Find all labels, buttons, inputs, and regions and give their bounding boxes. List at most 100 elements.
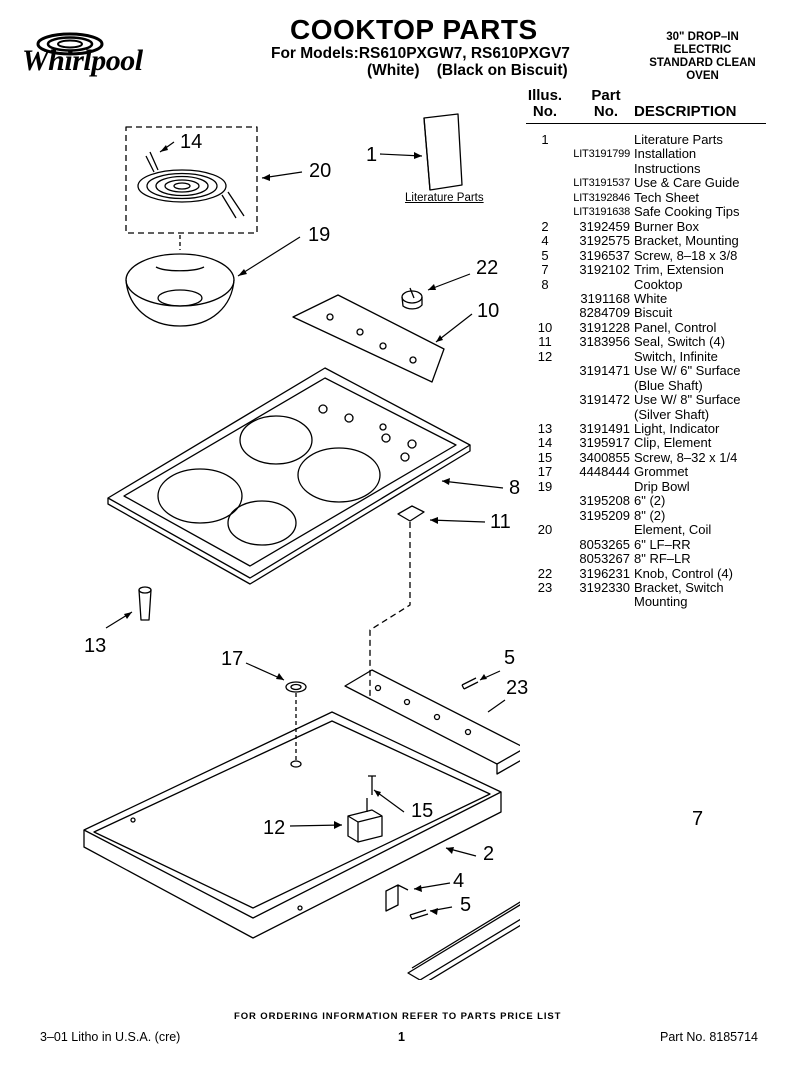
callout-14: 14 [180, 131, 203, 153]
illus-number: 14 [537, 435, 553, 451]
parts-row: 19 Drip Bowl [526, 478, 766, 494]
part-description: Clip, Element [634, 435, 712, 451]
illus-number: 8 [541, 276, 549, 292]
illus-number: 4 [541, 233, 549, 249]
part-number: 3195917 [579, 435, 630, 451]
header-illus-line2: No. [532, 103, 558, 120]
part-number: 3192459 [579, 218, 630, 234]
part-description: 8" RF–LR [634, 551, 691, 567]
callout-23: 23 [506, 677, 529, 699]
part-description: Bracket, Mounting [634, 233, 739, 249]
part-number: LIT3192846 [573, 191, 630, 204]
part-number: LIT3191537 [573, 177, 630, 190]
oven-type-line: STANDARD CLEAN [649, 57, 756, 69]
switch-seal-icon [397, 505, 425, 522]
callout-22: 22 [476, 257, 499, 279]
element-box [125, 126, 258, 234]
illus-number: 7 [541, 262, 549, 278]
literature-book-icon [423, 113, 463, 191]
screw-icon [461, 677, 479, 690]
illus-number: 11 [538, 334, 552, 350]
illus-number: 22 [537, 565, 553, 581]
part-number: 3192102 [579, 262, 630, 278]
part-description: Safe Cooking Tips [634, 204, 740, 220]
part-number: LIT3191638 [573, 206, 630, 219]
part-description: Panel, Control [634, 319, 717, 335]
oven-type-line: OVEN [686, 70, 719, 82]
extension-trim-icon [407, 901, 520, 980]
part-number: 3191491 [579, 421, 630, 436]
illus-number: 5 [541, 247, 549, 263]
oven-type-line: 30" DROP–IN [666, 31, 739, 43]
illus-number: 23 [537, 579, 553, 595]
callout-15: 15 [411, 800, 434, 822]
illus-number: 15 [537, 449, 553, 465]
part-number: 3195208 [579, 493, 630, 509]
brand-logo: Whirlpool [22, 30, 182, 80]
part-description: Mounting [634, 594, 688, 610]
part-number: Part No. 8185714 [660, 1030, 758, 1044]
part-description: Seal, Switch (4) [634, 334, 726, 350]
part-description: Light, Indicator [634, 421, 720, 436]
drip-bowl-icon [125, 253, 235, 327]
header-description: DESCRIPTION [634, 103, 737, 120]
brand-name: Whirlpool [22, 44, 143, 77]
part-description: Element, Coil [634, 522, 712, 538]
part-number: 3191471 [579, 363, 630, 379]
illus-number: 17 [537, 464, 553, 480]
part-description: Installation [634, 146, 697, 162]
part-description: Cooktop [634, 276, 683, 292]
callout-4: 4 [453, 870, 465, 892]
header-part-line1: Part [591, 87, 621, 104]
parts-row: (Silver Shaft) [526, 407, 766, 422]
parts-row: Mounting [526, 594, 766, 610]
illus-number: 12 [537, 348, 553, 364]
part-description: Instructions [634, 160, 701, 176]
part-description: Grommet [634, 464, 689, 480]
callout-10: 10 [477, 300, 500, 322]
parts-row: Instructions [526, 160, 766, 176]
part-description: Literature Parts [634, 132, 723, 147]
part-description: White [634, 290, 668, 306]
part-description: Screw, 8–18 x 3/8 [634, 247, 738, 263]
part-description: Drip Bowl [634, 478, 690, 494]
callout-13: 13 [84, 635, 107, 657]
coil-element-icon [137, 151, 245, 219]
illus-number: 1 [541, 132, 549, 147]
parts-row: 1 Literature Parts [526, 132, 766, 147]
callout-11: 11 [490, 511, 511, 533]
oven-type: 30" DROP–IN ELECTRIC STANDARD CLEAN OVEN [640, 31, 765, 83]
callout-2: 2 [483, 843, 495, 865]
part-number: 3191168 [580, 290, 630, 306]
part-description: 8" (2) [634, 507, 666, 523]
callout-1: 1 [366, 144, 378, 166]
callout-12: 12 [263, 817, 286, 839]
infinite-switch-icon [347, 798, 383, 843]
header-illus-line1: Illus. [527, 87, 563, 104]
burner-box-icon [83, 711, 502, 939]
part-number: 3196537 [579, 247, 630, 263]
illus-number: 19 [537, 478, 553, 494]
